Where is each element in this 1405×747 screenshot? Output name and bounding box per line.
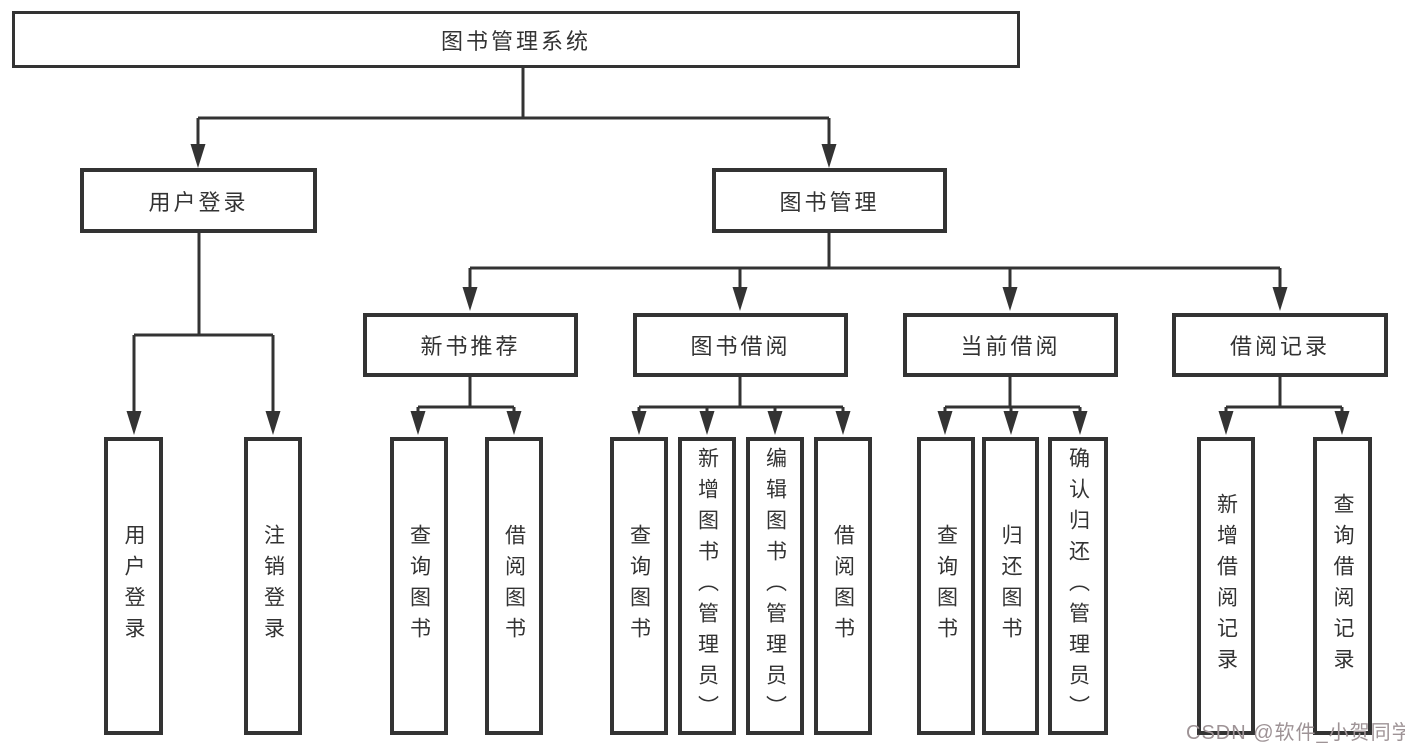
leaf-box-borrow-books-borrow: 借阅图书 xyxy=(814,437,872,735)
node-box-library-system: 图书管理系统 xyxy=(12,11,1020,68)
node-label: 当前借阅 xyxy=(960,334,1061,359)
arrowhead xyxy=(462,287,478,311)
node-label: 新增图书（管理员） xyxy=(695,446,719,726)
node-label: 借阅图书 xyxy=(502,524,526,648)
connector-book-management-to-level3 xyxy=(462,233,1288,311)
node-label: 查询借阅记录 xyxy=(1331,493,1354,679)
leaf-box-query-borrow-record: 查询借阅记录 xyxy=(1313,437,1372,735)
arrowhead xyxy=(265,411,281,435)
arrowhead xyxy=(732,287,748,311)
arrowhead xyxy=(631,411,647,435)
node-label: 确认归还（管理员） xyxy=(1066,446,1090,726)
leaf-box-borrow-books-recommend: 借阅图书 xyxy=(485,437,543,735)
leaf-box-logout-login: 注销登录 xyxy=(244,437,302,735)
arrowhead xyxy=(1218,411,1234,435)
leaf-box-query-books-borrow: 查询图书 xyxy=(610,437,668,735)
arrowhead xyxy=(937,411,953,435)
node-label: 用户登录 xyxy=(122,524,145,648)
arrowhead xyxy=(767,411,783,435)
node-label: 归还图书 xyxy=(999,524,1022,648)
leaf-box-add-borrow-record: 新增借阅记录 xyxy=(1197,437,1255,735)
arrowhead xyxy=(821,144,837,168)
arrowhead xyxy=(835,411,851,435)
arrowhead xyxy=(699,411,715,435)
node-label: 用户登录 xyxy=(148,189,249,215)
node-label: 查询图书 xyxy=(407,524,431,648)
node-label: 图书借阅 xyxy=(690,334,791,359)
connector-book-borrow-to-leaves xyxy=(631,377,851,435)
csdn-watermark: CSDN @软件_小贺同学 xyxy=(1186,722,1405,744)
node-box-book-management: 图书管理 xyxy=(712,168,947,233)
arrowhead xyxy=(410,411,426,435)
arrowhead xyxy=(1272,287,1288,311)
arrowhead xyxy=(190,144,206,168)
arrowhead xyxy=(126,411,142,435)
node-label: 查询图书 xyxy=(934,524,958,648)
leaf-box-add-books-admin: 新增图书（管理员） xyxy=(678,437,736,735)
connector-current-borrow-to-leaves xyxy=(937,377,1088,435)
leaf-box-edit-books-admin: 编辑图书（管理员） xyxy=(746,437,804,735)
leaf-box-query-books-recommend: 查询图书 xyxy=(390,437,448,735)
node-label: 查询图书 xyxy=(627,524,651,648)
connector-new-book-recommend-to-leaves xyxy=(410,377,522,435)
arrowhead xyxy=(1334,411,1350,435)
node-label: 新书推荐 xyxy=(420,334,521,359)
node-label: 借阅记录 xyxy=(1229,334,1330,359)
node-label: 借阅图书 xyxy=(831,524,855,648)
node-label: 注销登录 xyxy=(261,524,285,648)
arrowhead xyxy=(1003,411,1019,435)
leaf-box-return-books: 归还图书 xyxy=(982,437,1039,735)
node-box-current-borrow: 当前借阅 xyxy=(903,313,1118,377)
connector-root-to-level2 xyxy=(190,68,837,168)
node-label: 图书管理系统 xyxy=(440,28,591,54)
connector-user-login-to-leaves xyxy=(126,233,281,435)
leaf-box-query-books-current: 查询图书 xyxy=(917,437,975,735)
node-box-borrow-records: 借阅记录 xyxy=(1172,313,1388,377)
node-label: 编辑图书（管理员） xyxy=(763,446,787,726)
arrowhead xyxy=(1002,287,1018,311)
arrowhead xyxy=(1072,411,1088,435)
node-box-new-book-recommend: 新书推荐 xyxy=(363,313,578,377)
connector-borrow-records-to-leaves xyxy=(1218,377,1350,435)
leaf-box-confirm-return-admin: 确认归还（管理员） xyxy=(1048,437,1108,735)
leaf-box-user-login: 用户登录 xyxy=(104,437,163,735)
node-label: 图书管理 xyxy=(779,189,880,215)
node-box-book-borrow: 图书借阅 xyxy=(633,313,848,377)
arrowhead xyxy=(506,411,522,435)
node-box-user-login: 用户登录 xyxy=(80,168,317,233)
node-label: 新增借阅记录 xyxy=(1214,493,1238,679)
